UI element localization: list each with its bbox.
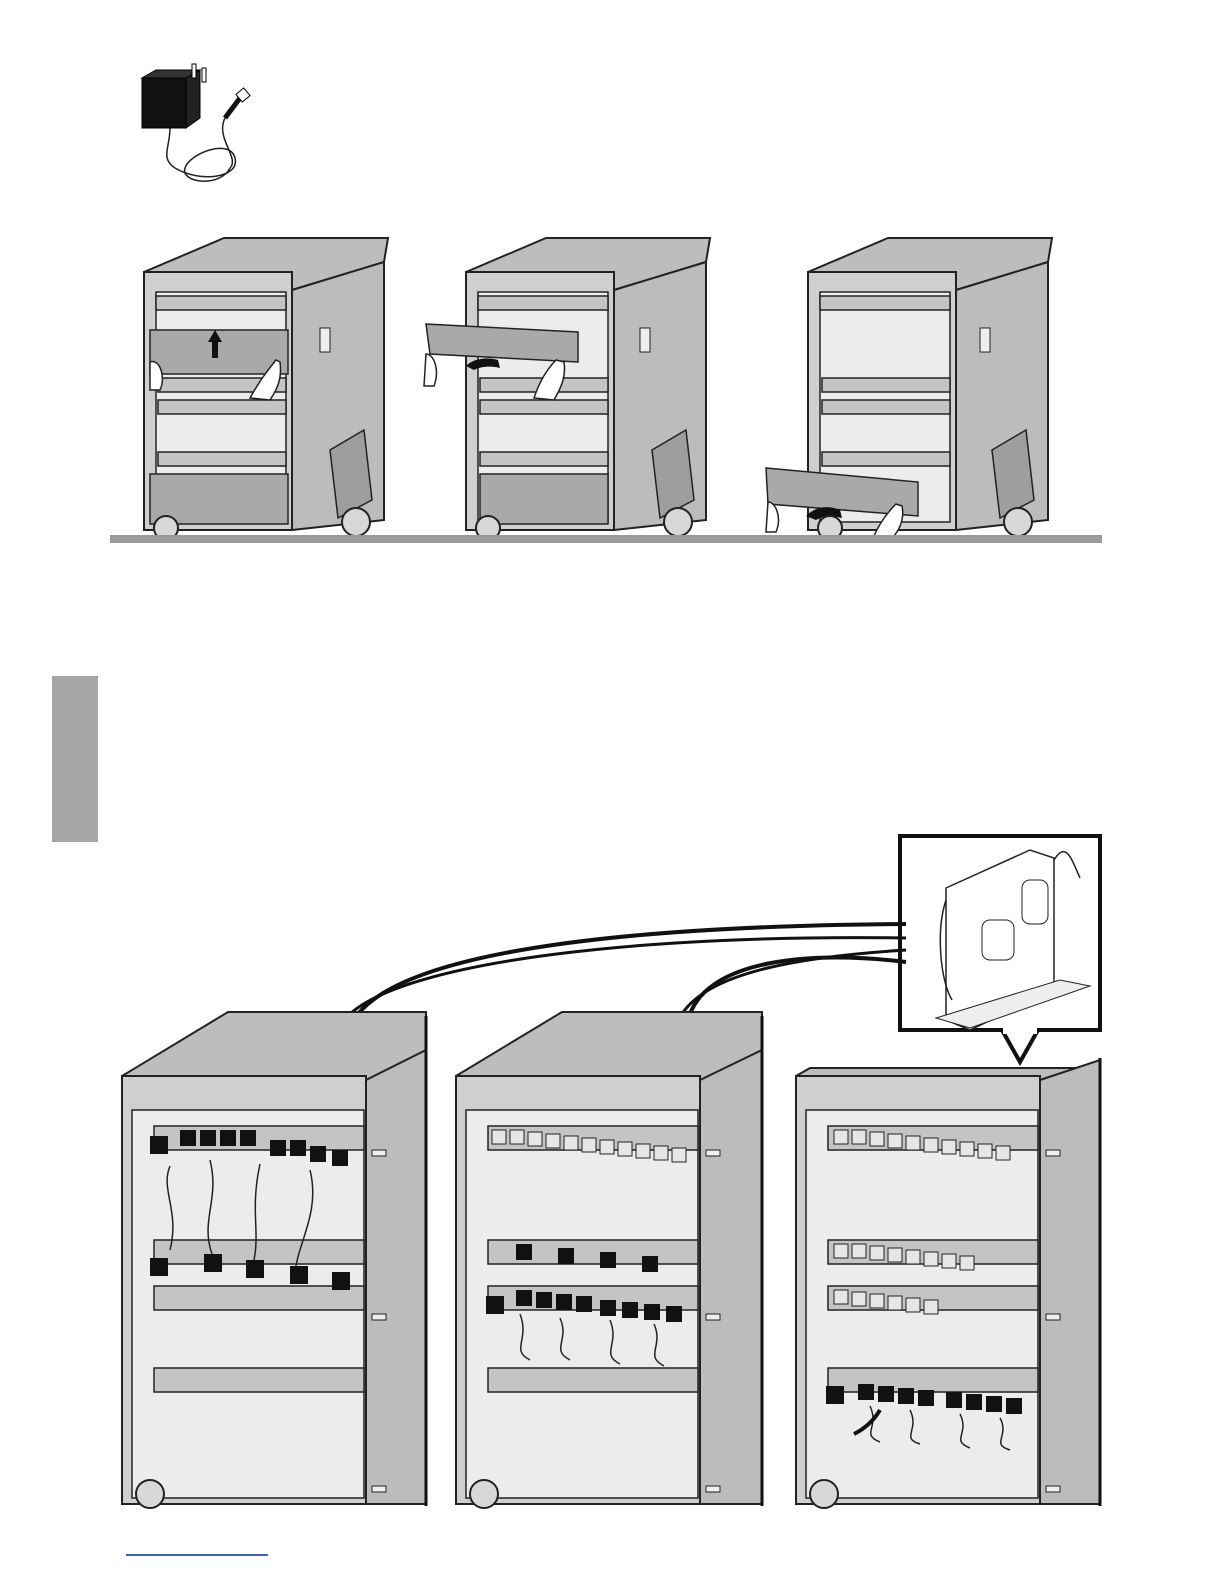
step-lift-tray [144, 238, 388, 540]
step-route-middle-shelf [456, 1012, 762, 1508]
floor-line [110, 535, 1102, 543]
tray-removal-illustration [100, 230, 1110, 550]
step-remove-bottom-tray [766, 238, 1052, 540]
power-adapter-icon [130, 58, 270, 198]
step-tilt-tray-out [424, 238, 710, 540]
step-route-bottom-shelf [796, 1060, 1100, 1508]
step-route-top-shelf [122, 1012, 426, 1508]
device-tray-detail-icon [900, 836, 1100, 1062]
cable-routing-illustration [110, 830, 1110, 1520]
section-side-tab [52, 676, 98, 842]
footer-link-underline[interactable] [126, 1554, 268, 1556]
